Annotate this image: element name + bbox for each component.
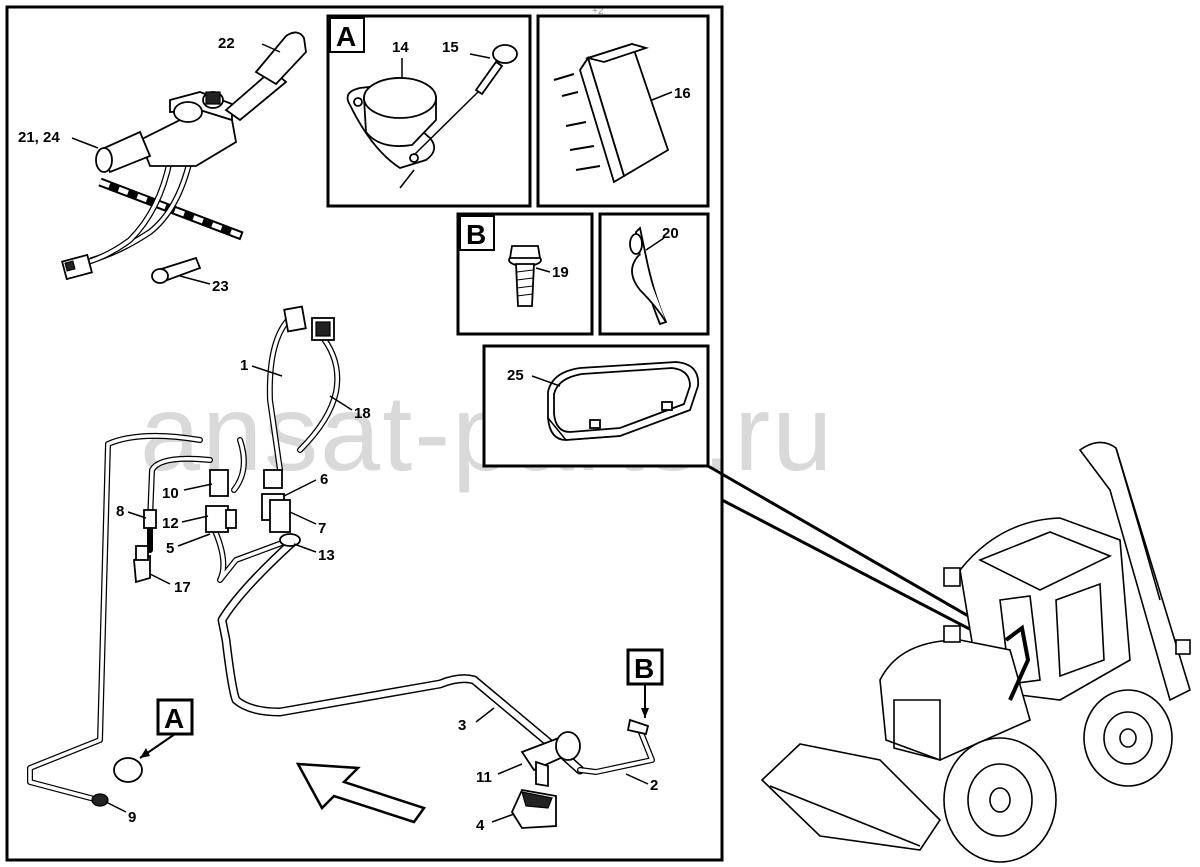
callout-b-tag: B: [634, 653, 654, 684]
main-harness: [27, 305, 655, 829]
part-16-control-unit: [553, 42, 670, 184]
label-7: 7: [318, 520, 326, 537]
part-20-cable-tie: [629, 226, 668, 326]
label-4: 4: [476, 817, 485, 834]
callout-a: A: [139, 698, 194, 759]
backhoe-loader-illustration: [760, 441, 1191, 863]
label-20: 20: [662, 225, 679, 242]
label-15: 15: [442, 39, 459, 56]
main-frame: [5, 5, 724, 862]
part-25-cover: [547, 361, 699, 441]
top-mark: +2: [592, 6, 604, 17]
label-9: 9: [128, 809, 136, 826]
inset-25: 25: [482, 344, 710, 468]
inset-b-tag: B: [466, 219, 486, 250]
label-23: 23: [212, 278, 229, 295]
label-6: 6: [320, 471, 328, 488]
label-19: 19: [552, 264, 569, 281]
direction-arrow: [295, 762, 427, 824]
inset-a-tag: A: [336, 21, 356, 52]
label-25: 25: [507, 367, 524, 384]
label-13: 13: [318, 547, 335, 564]
label-5: 5: [166, 540, 174, 557]
label-12: 12: [162, 515, 179, 532]
inset-a: A 14 15: [326, 14, 532, 208]
callout-a-tag: A: [164, 703, 184, 734]
callout-b: B: [626, 648, 664, 718]
part-14-relay: [346, 77, 437, 169]
label-16: 16: [674, 85, 691, 102]
joystick-assembly: [61, 31, 307, 284]
label-17: 17: [174, 579, 191, 596]
inset-16: 16: [536, 14, 710, 208]
label-3: 3: [458, 717, 466, 734]
harness-labels: 1 18 10 6 8 12 7 5 13 17 3 11 2 4 9: [105, 357, 658, 834]
label-21-24: 21, 24: [18, 129, 60, 146]
label-22: 22: [218, 35, 235, 52]
label-8: 8: [116, 503, 124, 520]
label-14: 14: [392, 39, 409, 56]
part-19-bolt: [508, 245, 542, 307]
label-18: 18: [354, 405, 371, 422]
inset-20: 20: [598, 212, 710, 336]
label-11: 11: [476, 769, 492, 786]
inset-b: B 19: [456, 212, 594, 336]
label-10: 10: [162, 485, 179, 502]
label-2: 2: [650, 777, 658, 794]
part-15-screw: [413, 44, 518, 156]
leader-lines: [707, 464, 1011, 650]
label-1: 1: [240, 357, 248, 374]
